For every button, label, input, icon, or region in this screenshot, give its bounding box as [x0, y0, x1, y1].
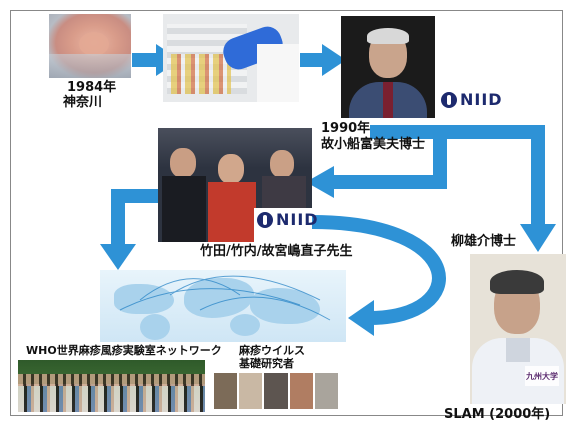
arrow-team-to-map: [111, 189, 160, 248]
niid-logo-text: NIID: [276, 210, 319, 229]
label-research-2: 基礎研究者: [239, 357, 294, 370]
label-1984-place: 神奈川: [63, 95, 103, 110]
label-slam: SLAM (2000年): [444, 407, 551, 422]
label-who-network: WHO世界麻疹風疹実験室ネットワーク: [26, 344, 222, 357]
team-photo: [158, 128, 312, 242]
researcher-photo: [314, 373, 339, 409]
researcher-photo: [239, 373, 263, 409]
arrow-team-to-research: [311, 215, 446, 325]
label-1984-year: 1984年: [67, 80, 117, 95]
world-map: [100, 270, 346, 342]
researcher-photo: [264, 373, 288, 409]
who-group-photo: [18, 360, 205, 412]
niid-mark-icon: [441, 92, 457, 108]
portrait-1990: [341, 16, 435, 118]
kyushu-logo: 九州大学: [525, 366, 559, 386]
kyushu-logo-text: 九州大学: [526, 371, 558, 381]
lab-photo: [163, 14, 299, 102]
arrow-to-yanagi: [370, 125, 545, 228]
label-team: 竹田/竹内/故宮嶋直子先生: [200, 244, 353, 259]
niid-mark-icon: [257, 212, 273, 228]
researcher-photo: [214, 373, 238, 409]
researcher-photo: [289, 373, 313, 409]
arrow-to-team: [330, 132, 447, 189]
researcher-photos: [214, 373, 339, 409]
niid-logo-text: NIID: [460, 90, 503, 109]
label-1990-person: 故小船富美夫博士: [321, 137, 426, 152]
label-research-1: 麻疹ウイルス: [239, 344, 305, 357]
niid-logo-team: NIID: [257, 212, 319, 228]
niid-logo-top: NIID: [441, 92, 503, 108]
label-yanagi: 柳雄介博士: [451, 234, 517, 249]
label-1990-year: 1990年: [321, 121, 371, 136]
baby-photo: [49, 14, 131, 78]
